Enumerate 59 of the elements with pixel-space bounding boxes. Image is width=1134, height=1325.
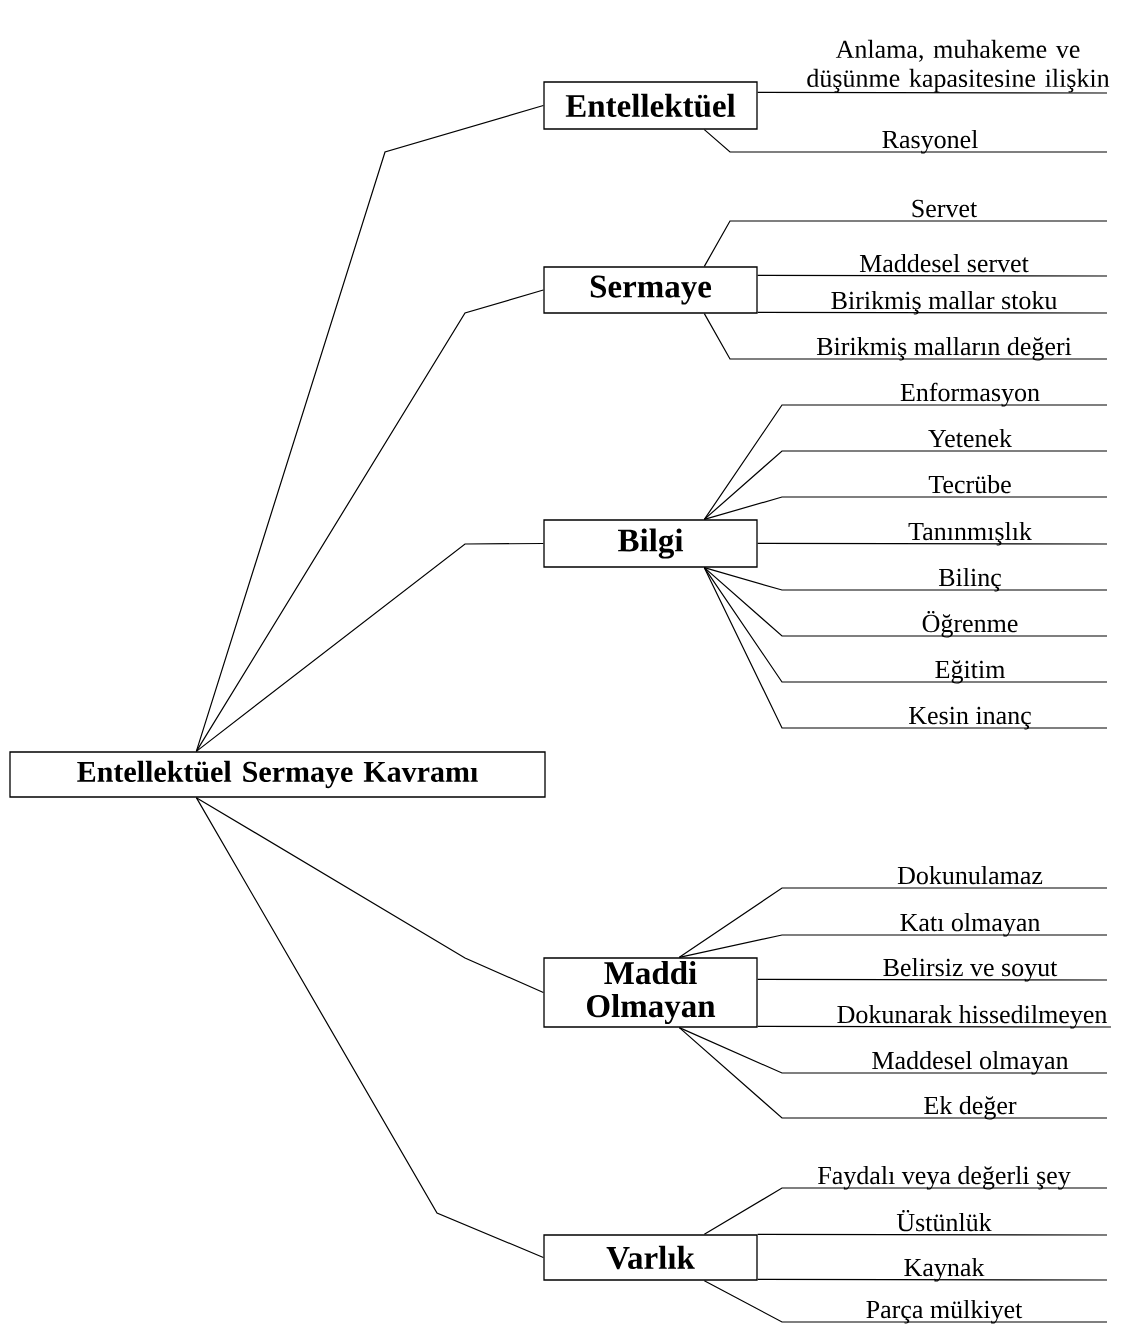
connector-line xyxy=(703,1280,1108,1323)
connector-line xyxy=(757,1278,1108,1281)
connector-line xyxy=(757,542,1108,545)
term-label: Katı olmayan xyxy=(900,912,1041,937)
term-label: Maddesel servet xyxy=(859,253,1029,273)
category-box: Maddi Olmayan xyxy=(543,957,758,1028)
connector-line xyxy=(703,313,1108,360)
connector-line xyxy=(678,887,1108,958)
term-label: Ek değer xyxy=(924,1095,1017,1120)
connector-line xyxy=(703,129,1108,153)
connector-line xyxy=(757,311,1108,314)
term-label: Anlama, muhakeme ve düşünme kapasitesine ilişkin xyxy=(807,39,1110,93)
term-label: Üstünlük xyxy=(896,1209,992,1232)
connector-line xyxy=(757,1233,1108,1236)
connector-line xyxy=(757,978,1108,981)
term-label: Dokunarak hissedilmeyen xyxy=(837,1004,1107,1029)
category-box: Varlık xyxy=(543,1234,758,1281)
term-label: Belirsiz ve soyut xyxy=(883,957,1058,982)
term-label: Bilinç xyxy=(939,567,1001,592)
term-label: Öğrenme xyxy=(922,610,1018,638)
connector-line xyxy=(703,496,1108,520)
term-label: Dokunulamaz xyxy=(897,865,1043,885)
term-label: Servet xyxy=(912,199,978,218)
term-label: Birikmiş malların değeri xyxy=(816,336,1072,361)
connector-line xyxy=(678,934,1108,958)
connector-line xyxy=(757,1025,1112,1028)
connector-line xyxy=(195,542,544,752)
term-label: Maddesel olmayan xyxy=(872,1050,1069,1075)
connector-line xyxy=(703,567,1108,729)
connector-line xyxy=(703,1187,1108,1235)
connector-line xyxy=(195,797,544,994)
term-label: Eğitim xyxy=(935,660,1005,684)
term-label: Tanınmışlık xyxy=(908,521,1032,546)
connector-line xyxy=(703,567,1108,683)
term-label: Rasyonel xyxy=(882,129,978,154)
connector-line xyxy=(195,797,544,1259)
connector-line xyxy=(757,274,1108,277)
term-label: Tecrübe xyxy=(928,474,1011,494)
connector-line xyxy=(757,91,1108,94)
connector-line xyxy=(703,450,1108,520)
category-box: Entellektüel xyxy=(543,81,758,130)
connector-line xyxy=(678,1027,1108,1074)
term-label: Faydalı veya değerli şey xyxy=(818,1165,1071,1190)
connector-line xyxy=(195,289,544,752)
term-label: Enformasyon xyxy=(900,382,1040,407)
connector-line xyxy=(195,104,544,752)
category-box: Bilgi xyxy=(543,519,758,568)
connector-line xyxy=(703,567,1108,591)
term-label: Kaynak xyxy=(904,1257,985,1282)
connector-line xyxy=(703,404,1108,520)
term-label: Birikmiş mallar stoku xyxy=(831,290,1057,315)
category-box: Sermaye xyxy=(543,266,758,314)
connector-line xyxy=(678,1027,1108,1119)
term-label: Parça mülkiyet xyxy=(866,1299,1023,1324)
connector-line xyxy=(703,567,1108,637)
concept-box: Entellektüel Sermaye Kavramı xyxy=(9,751,546,798)
term-label: Yetenek xyxy=(928,428,1013,448)
connector-line xyxy=(703,220,1108,267)
term-label: Kesin inanç xyxy=(909,706,1031,730)
